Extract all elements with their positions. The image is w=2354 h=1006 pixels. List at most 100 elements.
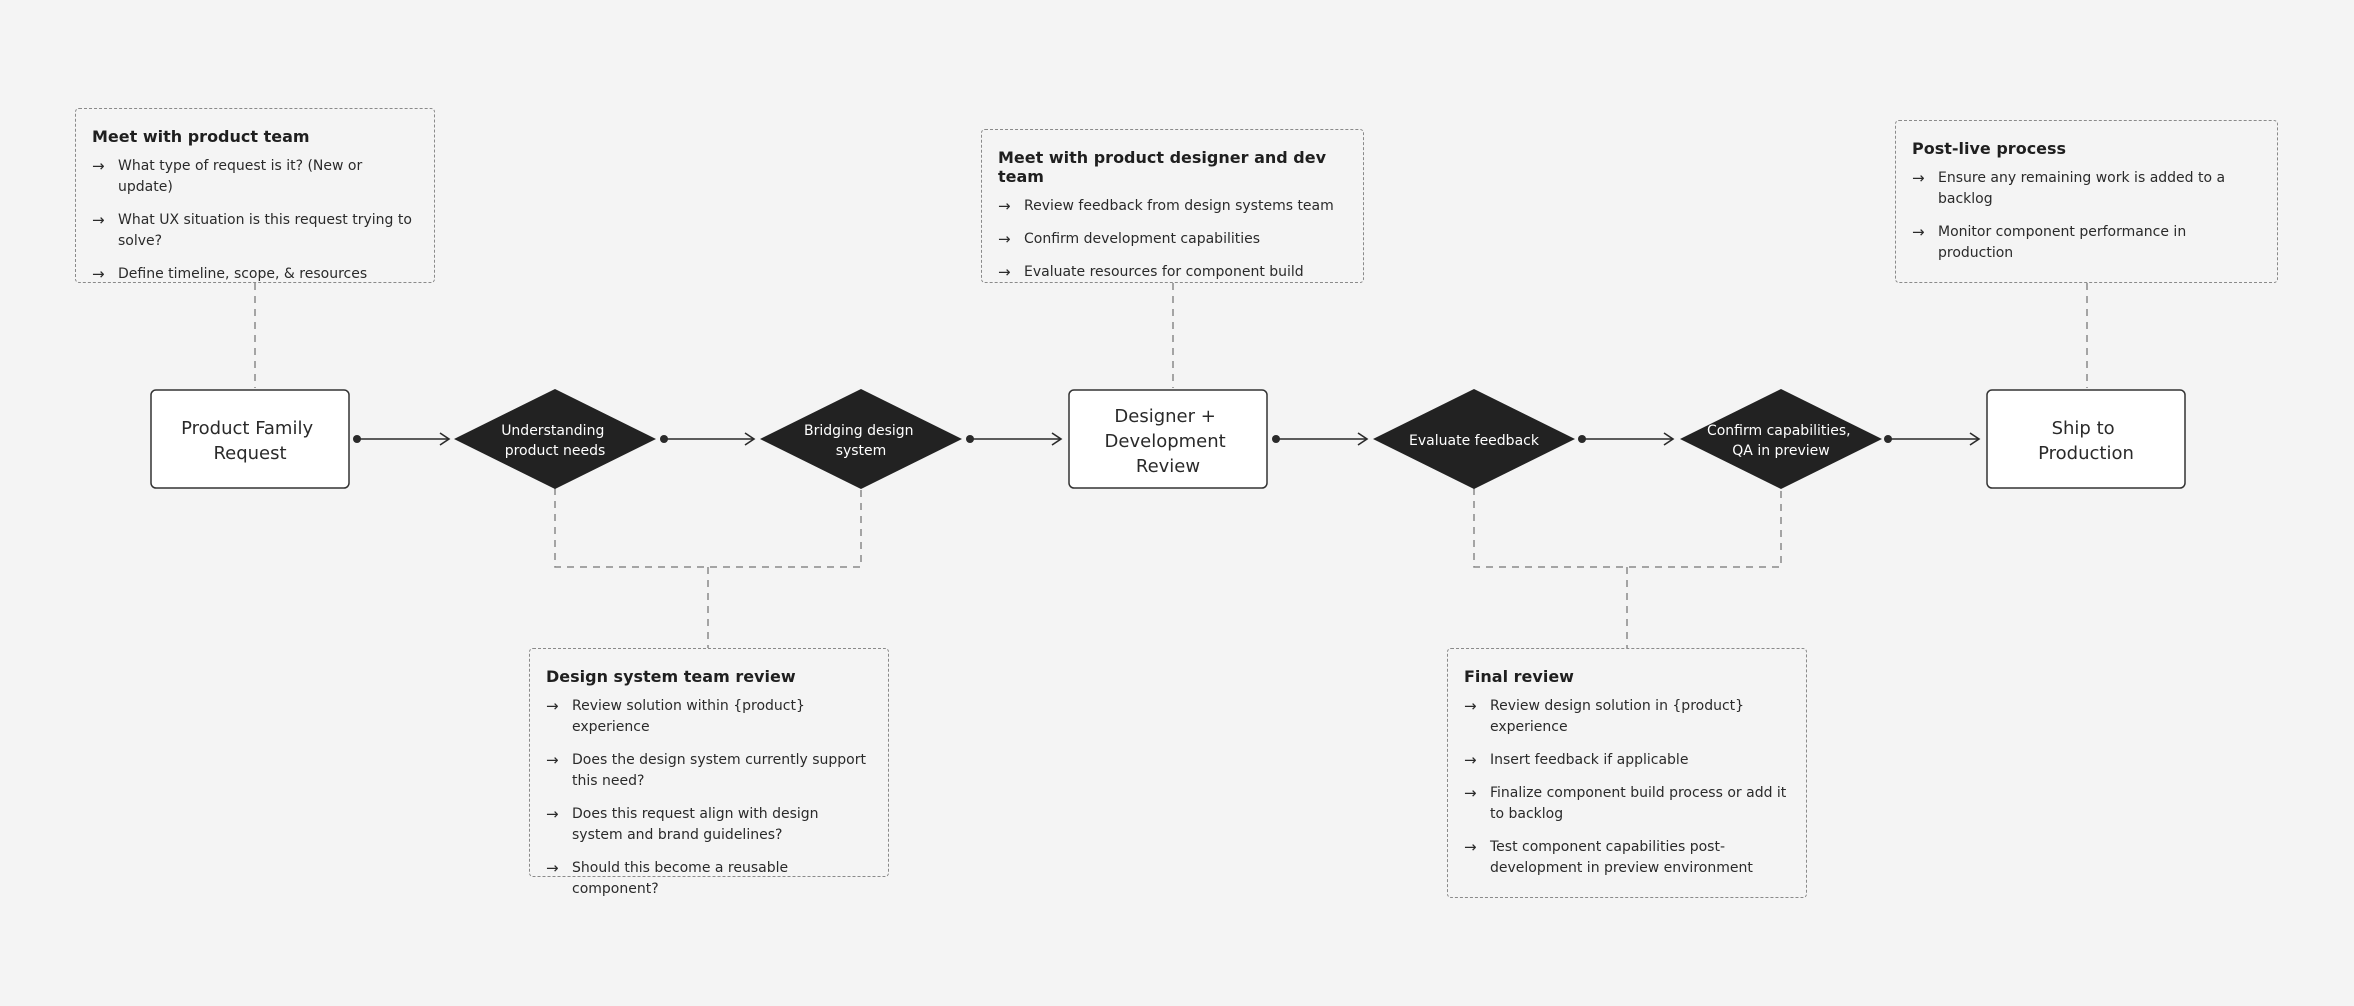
node-label-line: QA in preview: [1732, 443, 1829, 459]
arrow-right-icon: →: [92, 211, 105, 229]
svg-text:Bridging design system: Bridging design system: [804, 423, 918, 459]
flow-dot-1: [353, 435, 361, 443]
list-item: → Does this request align with design sys…: [546, 804, 872, 846]
list-item-text: Confirm development capabilities: [1024, 231, 1261, 247]
list-item: → Review design solution in {product} exp…: [1464, 696, 1790, 738]
node-label-line: Review: [1136, 456, 1200, 477]
list-item: → What UX situation is this request tryin…: [92, 210, 418, 252]
note-list: → What type of request is it? (New or upd…: [92, 156, 418, 285]
node-label-line: product needs: [505, 443, 606, 459]
list-item-text: Review design solution in {product} expe…: [1490, 698, 1745, 735]
node-label-line: Production: [2038, 443, 2134, 464]
arrowhead-1: [439, 432, 451, 446]
svg-text:Understanding product ne: Understanding product needs: [501, 423, 609, 459]
node-label-line: Bridging design: [804, 423, 914, 439]
arrow-right-icon: →: [998, 197, 1011, 215]
list-item: → Monitor component performance in produc…: [1912, 222, 2261, 264]
arrow-right-icon: →: [1912, 223, 1925, 241]
arrow-right-icon: →: [1464, 784, 1477, 802]
node-label-line: Ship to: [2052, 418, 2115, 439]
list-item-text: Finalize component build process or add …: [1490, 785, 1787, 822]
note-final-review: Final review →Review design solution in …: [1447, 648, 1807, 898]
arrowhead-6: [1969, 432, 1981, 446]
list-item: → Evaluate resources for component build: [998, 262, 1347, 283]
node-label-line: system: [836, 443, 887, 459]
arrow-right-icon: →: [1464, 697, 1477, 715]
list-item-text: Monitor component performance in product…: [1938, 224, 2187, 261]
note-designer-dev: Meet with product designer and dev team …: [981, 129, 1364, 283]
arrow-right-icon: →: [1464, 751, 1477, 769]
arrow-right-icon: →: [998, 263, 1011, 281]
arrow-right-icon: →: [546, 805, 559, 823]
note-title: Design system team review: [546, 667, 796, 686]
arrow-right-icon: →: [998, 230, 1011, 248]
note-list: → Review solution within {product} experi…: [546, 696, 872, 900]
list-item-text: Should this become a reusable component?: [572, 860, 789, 897]
list-item: → Test component capabilities post-develo…: [1464, 837, 1790, 879]
node-understanding-product-needs: Understanding product needs: [454, 389, 656, 489]
list-item-text: Review feedback from design systems team: [1024, 198, 1334, 214]
note-product-team: Meet with product team → What type of req…: [75, 108, 435, 283]
dashed-connectors: [254, 283, 2088, 648]
list-item: → Review feedback from design systems tea…: [998, 196, 1347, 217]
node-label-line: Product Family: [181, 418, 313, 439]
connector-final-review: [1473, 488, 1782, 568]
node-designer-development-review: Designer + Development Review: [1068, 389, 1268, 489]
list-item: → Review solution within {product} experi…: [546, 696, 872, 738]
node-label-line: Confirm capabilities,: [1707, 423, 1851, 439]
node-confirm-capabilities: Confirm capabilities, QA in preview: [1680, 389, 1882, 489]
note-title: Post-live process: [1912, 139, 2067, 158]
arrow-right-icon: →: [1464, 838, 1477, 856]
flow-dot-6: [1884, 435, 1892, 443]
node-bridging-design-system: Bridging design system: [760, 389, 962, 489]
list-item-text: What UX situation is this request trying…: [118, 212, 412, 249]
node-label-line: Evaluate feedback: [1409, 433, 1540, 449]
svg-text:Evaluate feedback: Evaluate feedback: [1409, 433, 1540, 449]
list-item-text: Evaluate resources for component build: [1024, 264, 1304, 280]
list-item-text: Test component capabilities post-develop…: [1490, 839, 1753, 876]
flow-dot-2: [660, 435, 668, 443]
decision-diamond: [1680, 389, 1882, 489]
arrow-right-icon: →: [546, 697, 559, 715]
flow-dot-5: [1578, 435, 1586, 443]
connector-ds-review: [554, 488, 862, 568]
list-item-text: Review solution within {product} experie…: [572, 698, 805, 735]
arrowhead-5: [1663, 432, 1675, 446]
note-post-live: Post-live process →Ensure any remaining …: [1895, 120, 2278, 283]
list-item-text: Define timeline, scope, & resources: [118, 266, 368, 282]
list-item: → Insert feedback if applicable: [1464, 750, 1790, 771]
svg-text:Designer + Development: Designer + Development Review: [1105, 406, 1232, 477]
node-label-line: Request: [213, 443, 286, 464]
node-label-line: Understanding: [501, 423, 604, 439]
svg-text:Product Family Request: Product Family Request: [181, 418, 319, 464]
list-item-text: What type of request is it? (New or upda…: [118, 158, 363, 195]
arrowhead-2: [744, 432, 756, 446]
list-item: →Should this become a reusable component…: [546, 858, 872, 900]
arrow-right-icon: →: [546, 751, 559, 769]
flow-arrows: [357, 432, 1981, 446]
note-list: →Ensure any remaining work is added to a…: [1912, 168, 2261, 264]
list-item: →Ensure any remaining work is added to a…: [1912, 168, 2261, 210]
list-item: →Does the design system currently suppor…: [546, 750, 872, 792]
note-title: Meet with product team: [92, 127, 310, 146]
list-item-text: Insert feedback if applicable: [1490, 752, 1689, 768]
process-box: [1068, 389, 1268, 489]
node-ship-to-production: Ship to Production: [1986, 389, 2186, 489]
flow-dot-4: [1272, 435, 1280, 443]
decision-diamond: [760, 389, 962, 489]
list-item-text: Does this request align with design syst…: [572, 806, 819, 843]
node-label-line: Development: [1105, 431, 1226, 452]
node-product-family-request: Product Family Request: [150, 389, 350, 489]
node-label-line: Designer +: [1114, 406, 1215, 427]
decision-diamond: [454, 389, 656, 489]
list-item: → Confirm development capabilities: [998, 229, 1347, 250]
arrow-right-icon: →: [1912, 169, 1925, 187]
note-list: → Review design solution in {product} exp…: [1464, 696, 1790, 879]
list-item: → What type of request is it? (New or upd…: [92, 156, 418, 198]
arrow-right-icon: →: [92, 157, 105, 175]
arrow-right-icon: →: [92, 265, 105, 283]
process-box: [1986, 389, 2186, 489]
flow-dots: [353, 435, 1892, 443]
process-box: [150, 389, 350, 489]
